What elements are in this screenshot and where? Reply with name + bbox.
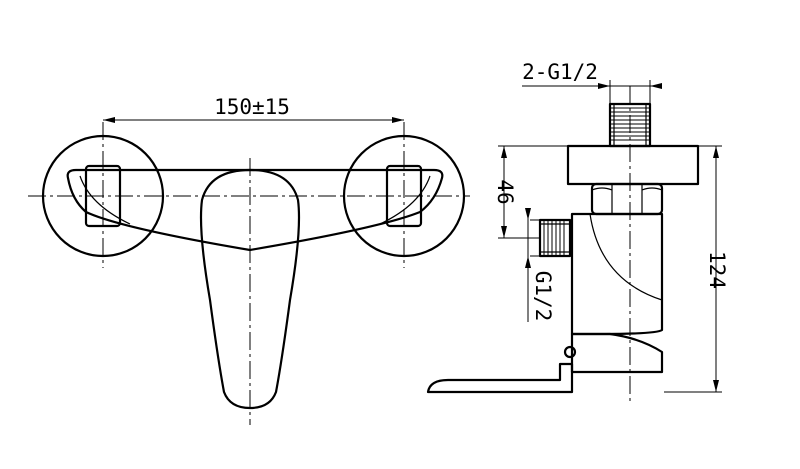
outlet-thread-dimension: 2-G1/2 xyxy=(522,60,662,104)
side-cartridge-base xyxy=(570,332,664,374)
right-connection-nut xyxy=(385,164,423,228)
inlet-thread-dimension: G1/2 xyxy=(525,208,555,322)
side-inlet-thread xyxy=(538,218,572,258)
mixer-body-edge-right xyxy=(379,175,431,225)
side-mixer-body xyxy=(570,212,664,336)
side-lever xyxy=(426,362,574,394)
mixer-body xyxy=(66,168,444,252)
width-dimension-label: 150±15 xyxy=(214,95,290,119)
side-flange-plate xyxy=(566,144,700,186)
side-lever-pivot xyxy=(563,345,577,359)
side-view: 2-G1/2 46 G1/2 124 xyxy=(426,60,729,402)
inlet-thread-label: G1/2 xyxy=(531,271,555,322)
width-dimension: 150±15 xyxy=(103,95,404,123)
left-connection-nut xyxy=(84,164,122,228)
side-hex-nut xyxy=(590,182,664,216)
height-label: 124 xyxy=(705,251,729,289)
side-body-curve xyxy=(589,213,663,301)
front-view: 150±15 xyxy=(28,95,470,425)
offset-dimension: 46 xyxy=(493,145,568,239)
mixer-body-edge xyxy=(79,175,131,225)
outlet-thread-label: 2-G1/2 xyxy=(522,60,598,84)
height-dimension: 124 xyxy=(664,145,729,393)
offset-label: 46 xyxy=(493,179,517,204)
